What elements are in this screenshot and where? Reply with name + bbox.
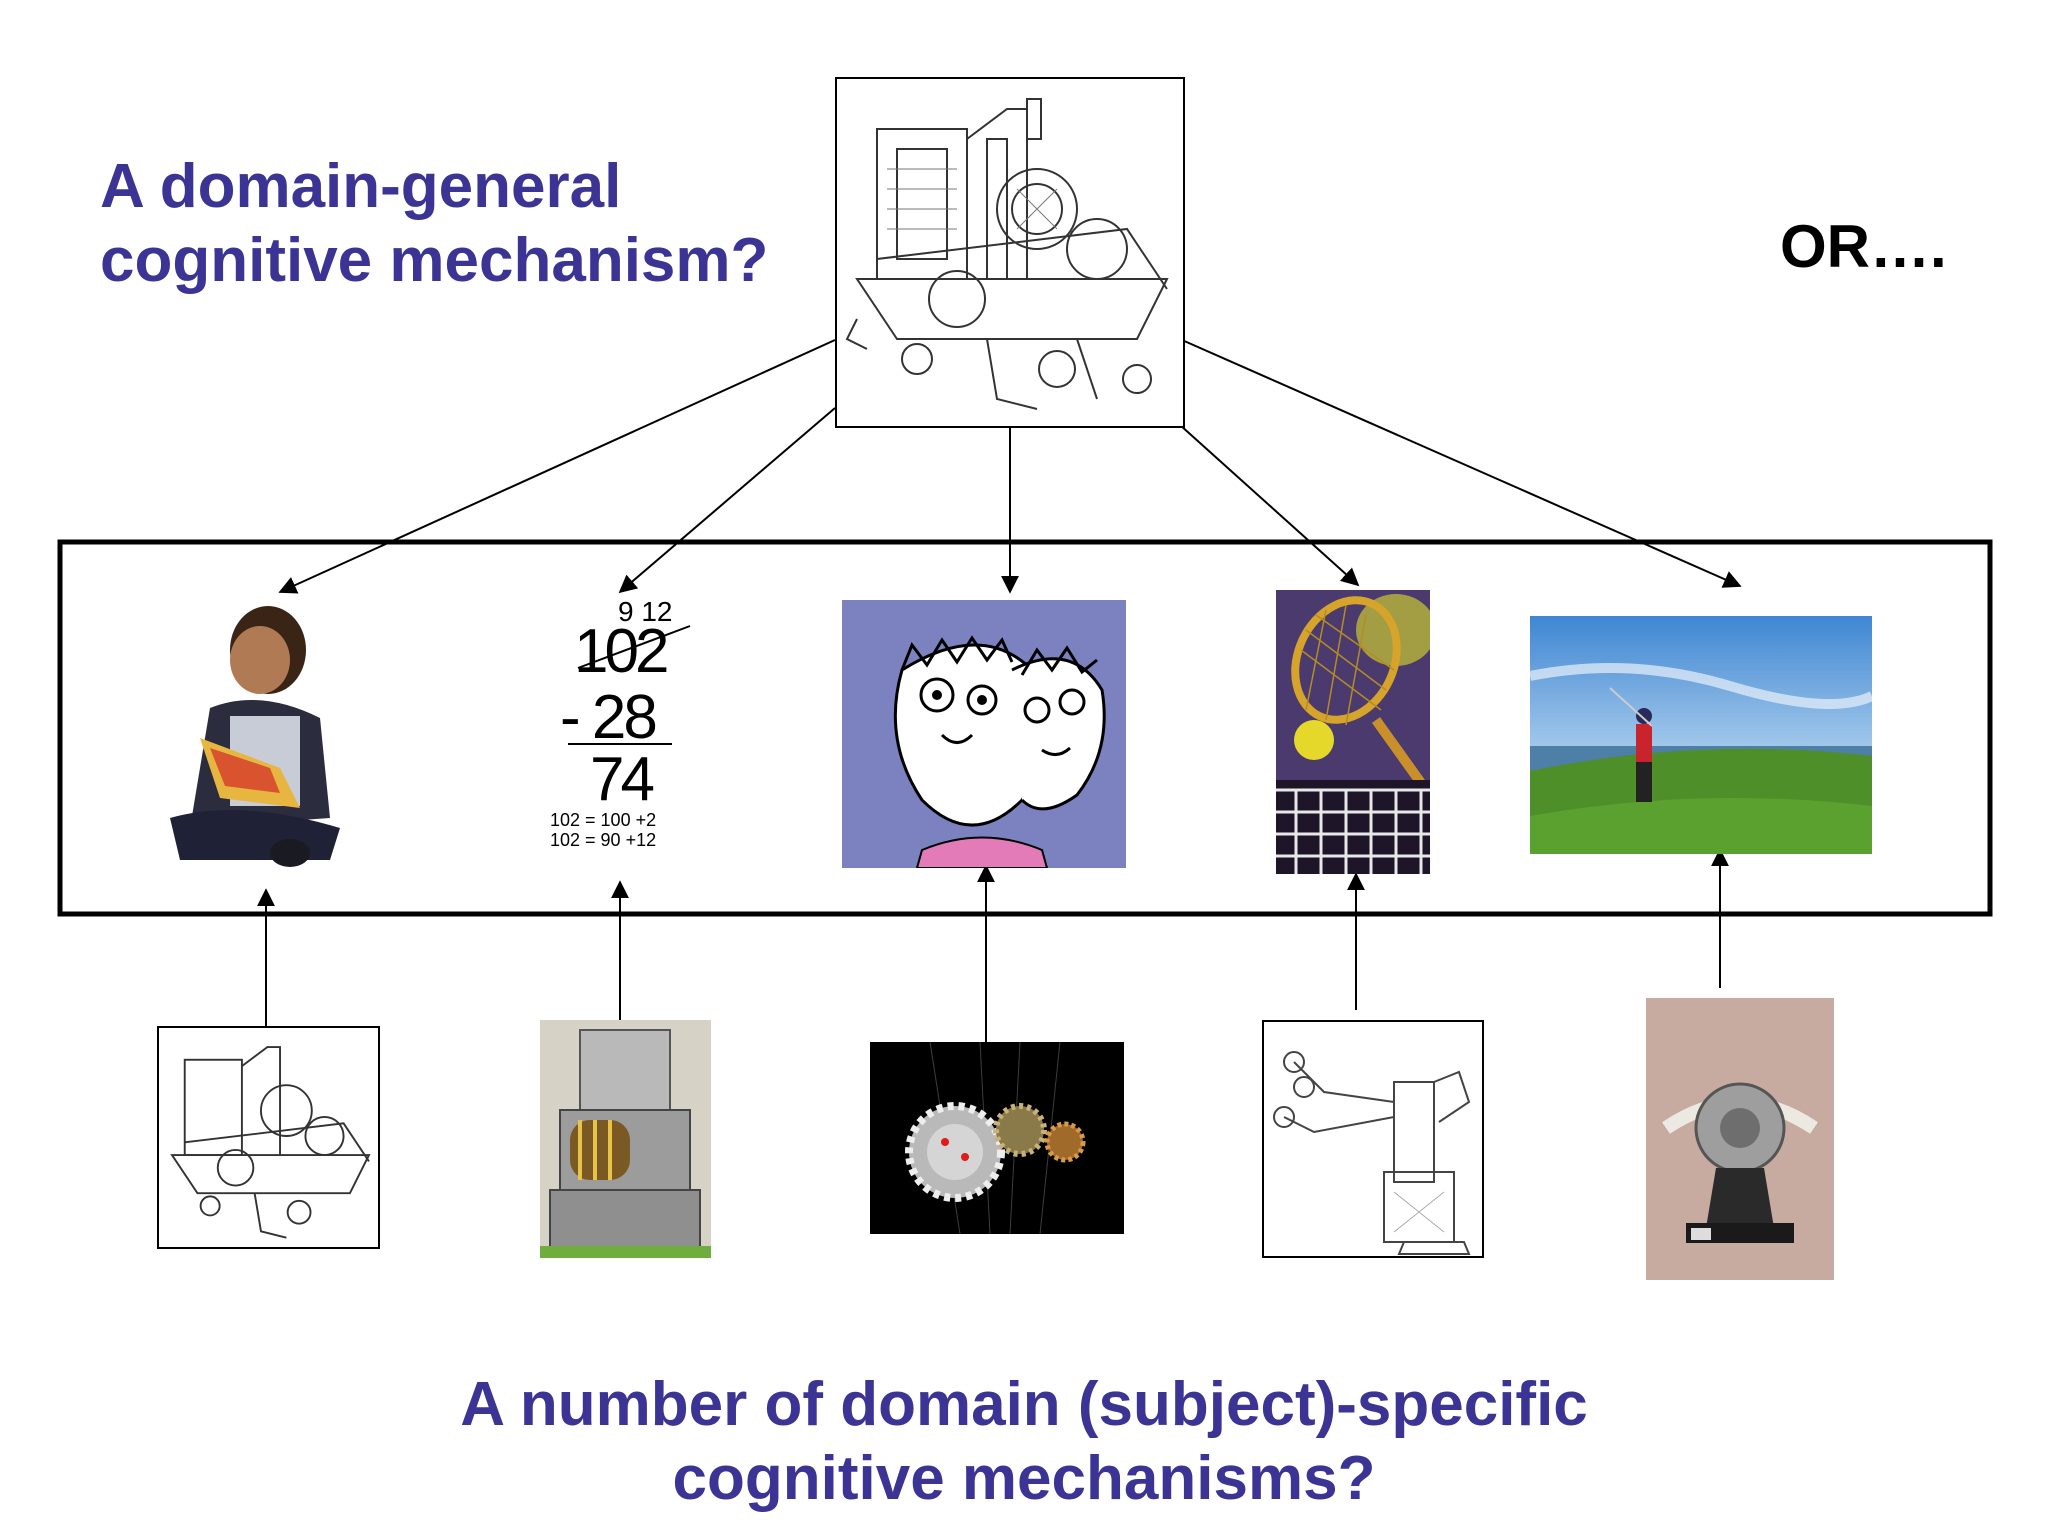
arrow-top-to-golf bbox=[1181, 339, 1742, 588]
mechanism-drawing-icon bbox=[170, 1046, 371, 1239]
minuend: 102 bbox=[574, 617, 669, 686]
faces-image bbox=[842, 600, 1126, 868]
child-reading-image bbox=[150, 598, 370, 870]
mechanism-reading-image bbox=[157, 1026, 380, 1249]
subtraction-lines bbox=[568, 625, 691, 745]
domain-specific-line2: cognitive mechanisms? bbox=[672, 1444, 1376, 1513]
domain-specific-line1: A number of domain (subject)-specific bbox=[460, 1370, 1588, 1439]
tennis-image bbox=[1276, 590, 1430, 874]
subtrahend: - 28 bbox=[560, 683, 658, 752]
two-faces-icon bbox=[893, 635, 1106, 868]
mechanism-faces-image bbox=[870, 1042, 1124, 1234]
domain-general-title: A domain-general cognitive mechanism? bbox=[100, 150, 768, 298]
mechanism-tennis-image bbox=[1262, 1020, 1484, 1258]
or-label: OR…. bbox=[1780, 213, 1947, 280]
top-mechanism-image bbox=[835, 77, 1185, 428]
difference: 74 bbox=[590, 745, 655, 814]
mechanism-math-image bbox=[540, 1020, 711, 1258]
domains-frame bbox=[57, 539, 1993, 917]
tennis-racket-icon bbox=[1276, 590, 1430, 874]
flywheel-device-icon bbox=[1646, 998, 1834, 1280]
golfer-icon bbox=[1530, 616, 1872, 854]
subtraction-example: 9 12 102 - 28 74 102 = 100 +2 102 = 90 +… bbox=[540, 596, 710, 856]
arrow-top-to-child bbox=[278, 339, 836, 594]
child-reading-icon bbox=[170, 606, 340, 867]
arrow-top-to-tennis bbox=[1179, 424, 1360, 587]
decomposition-2: 102 = 90 +12 bbox=[550, 830, 657, 850]
mechanism-golf-image bbox=[1646, 998, 1834, 1280]
robot-arm-icon bbox=[1273, 1051, 1471, 1255]
calculating-machine-icon bbox=[540, 1020, 711, 1258]
decomposition-1: 102 = 100 +2 bbox=[550, 810, 657, 830]
domain-general-line2: cognitive mechanism? bbox=[100, 226, 769, 295]
gears-icon bbox=[905, 1042, 1086, 1234]
domain-general-line1: A domain-general bbox=[100, 152, 622, 221]
mechanism-drawing-icon bbox=[845, 98, 1169, 410]
borrow-digits: 9 12 bbox=[618, 596, 673, 627]
golf-image bbox=[1530, 616, 1872, 854]
arrow-top-to-math bbox=[618, 407, 836, 594]
domain-specific-title: A number of domain (subject)-specific co… bbox=[0, 1368, 2048, 1516]
